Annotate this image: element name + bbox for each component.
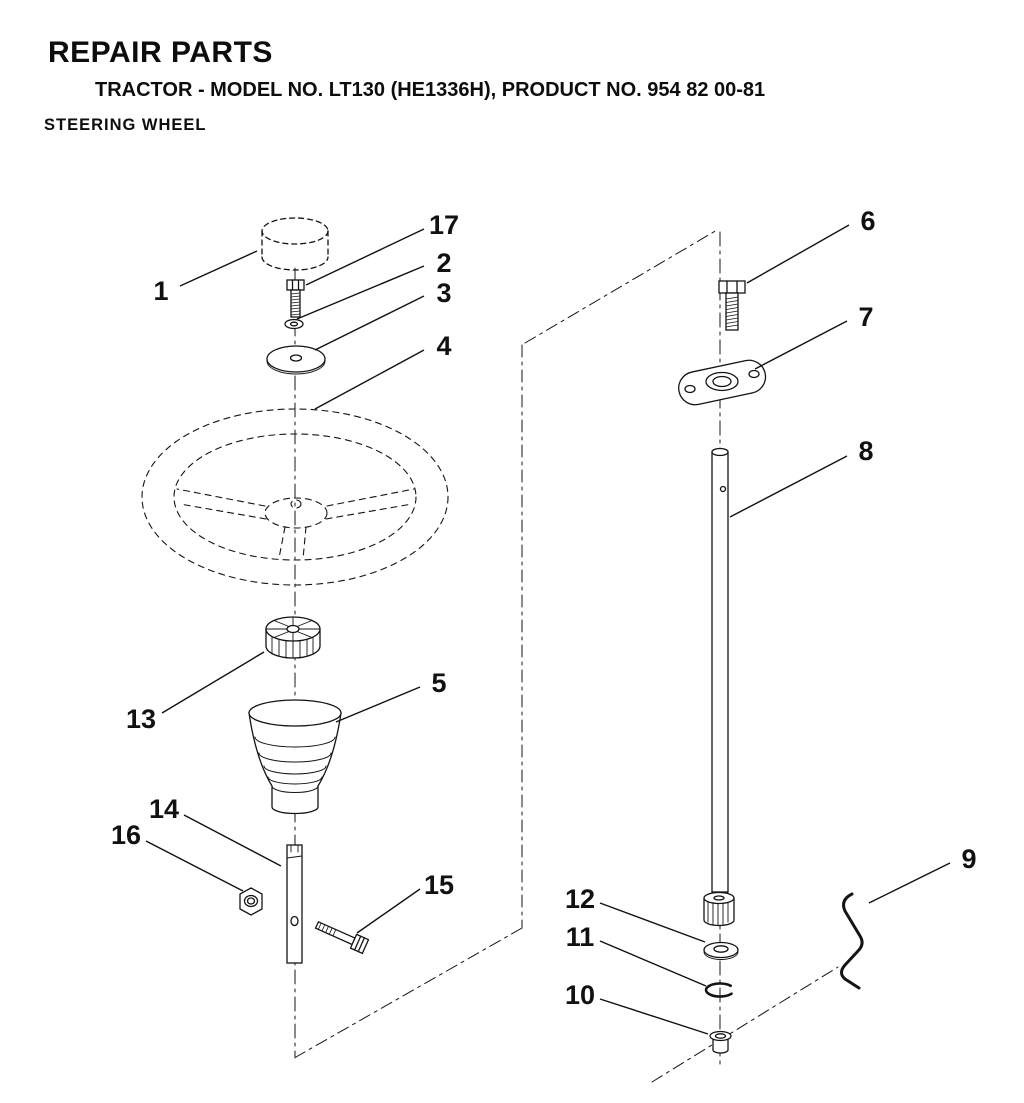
leader-line-7 [754, 320, 848, 370]
leader-line-6 [746, 224, 850, 284]
part-label-9: 9 [961, 844, 976, 874]
section-title: STEERING WHEEL [44, 116, 207, 134]
leader-line-4 [314, 349, 425, 410]
part-label-4: 4 [436, 331, 451, 361]
part-2-lockwasher [284, 318, 304, 330]
part-label-1: 1 [153, 276, 168, 306]
part-label-17: 17 [429, 210, 459, 240]
part-6-bolt [718, 280, 746, 331]
part-label-7: 7 [858, 302, 873, 332]
leader-line-3 [314, 295, 425, 351]
leader-line-10 [599, 998, 709, 1035]
part-3-washer [266, 345, 326, 375]
part-12-washer [703, 941, 739, 960]
labels-layer: 1 17 23 4 5 13 14 16 15 6 7 8 9 12 11 10 [111, 206, 977, 1035]
leader-line-11 [599, 940, 707, 987]
part-label-6: 6 [860, 206, 875, 236]
part-label-13: 13 [126, 704, 156, 734]
part-label-10: 10 [565, 980, 595, 1010]
part-11-retaining-ring [704, 982, 733, 998]
page-title: REPAIR PARTS [48, 36, 273, 69]
part-5-boot [248, 699, 342, 815]
part-13-adapter [265, 616, 321, 659]
leader-line-2 [296, 265, 425, 320]
leader-line-5 [335, 686, 421, 723]
leader-line-14 [183, 814, 282, 867]
part-10-bushing [709, 1030, 732, 1054]
part-label-15: 15 [424, 870, 454, 900]
leader-line-17 [305, 228, 425, 286]
part-label-14: 14 [149, 794, 179, 824]
leader-line-12 [599, 902, 706, 943]
part-label-12: 12 [565, 884, 595, 914]
leader-line-1 [179, 250, 258, 287]
part-label-16: 16 [111, 820, 141, 850]
part-15-bolt [314, 920, 370, 955]
part-label-5: 5 [431, 668, 446, 698]
mounting-panel-outline [295, 229, 839, 1083]
part-1-cap [261, 217, 329, 271]
part-7-flange-bearing [678, 359, 767, 406]
part-label-11: 11 [566, 922, 595, 952]
model-product-line: TRACTOR - MODEL NO. LT130 (HE1336H), PRO… [95, 79, 766, 101]
part-label-2: 2 [436, 248, 451, 278]
leader-line-8 [729, 455, 848, 518]
part-label-3: 3 [436, 278, 451, 308]
part-8-steering-shaft [711, 447, 729, 896]
part-9-retainer-wire [840, 892, 864, 990]
part-14-lower-shaft [286, 844, 303, 964]
leader-line-15 [356, 888, 421, 934]
part-17-bolt [286, 279, 305, 318]
part-8-pinion-gear [703, 891, 735, 927]
part-label-8: 8 [858, 436, 873, 466]
part-16-nut [239, 887, 263, 916]
leader-line-16 [145, 840, 244, 892]
part-4-steering-wheel [141, 408, 449, 586]
leader-line-13 [161, 651, 265, 714]
leader-line-9 [868, 862, 951, 904]
